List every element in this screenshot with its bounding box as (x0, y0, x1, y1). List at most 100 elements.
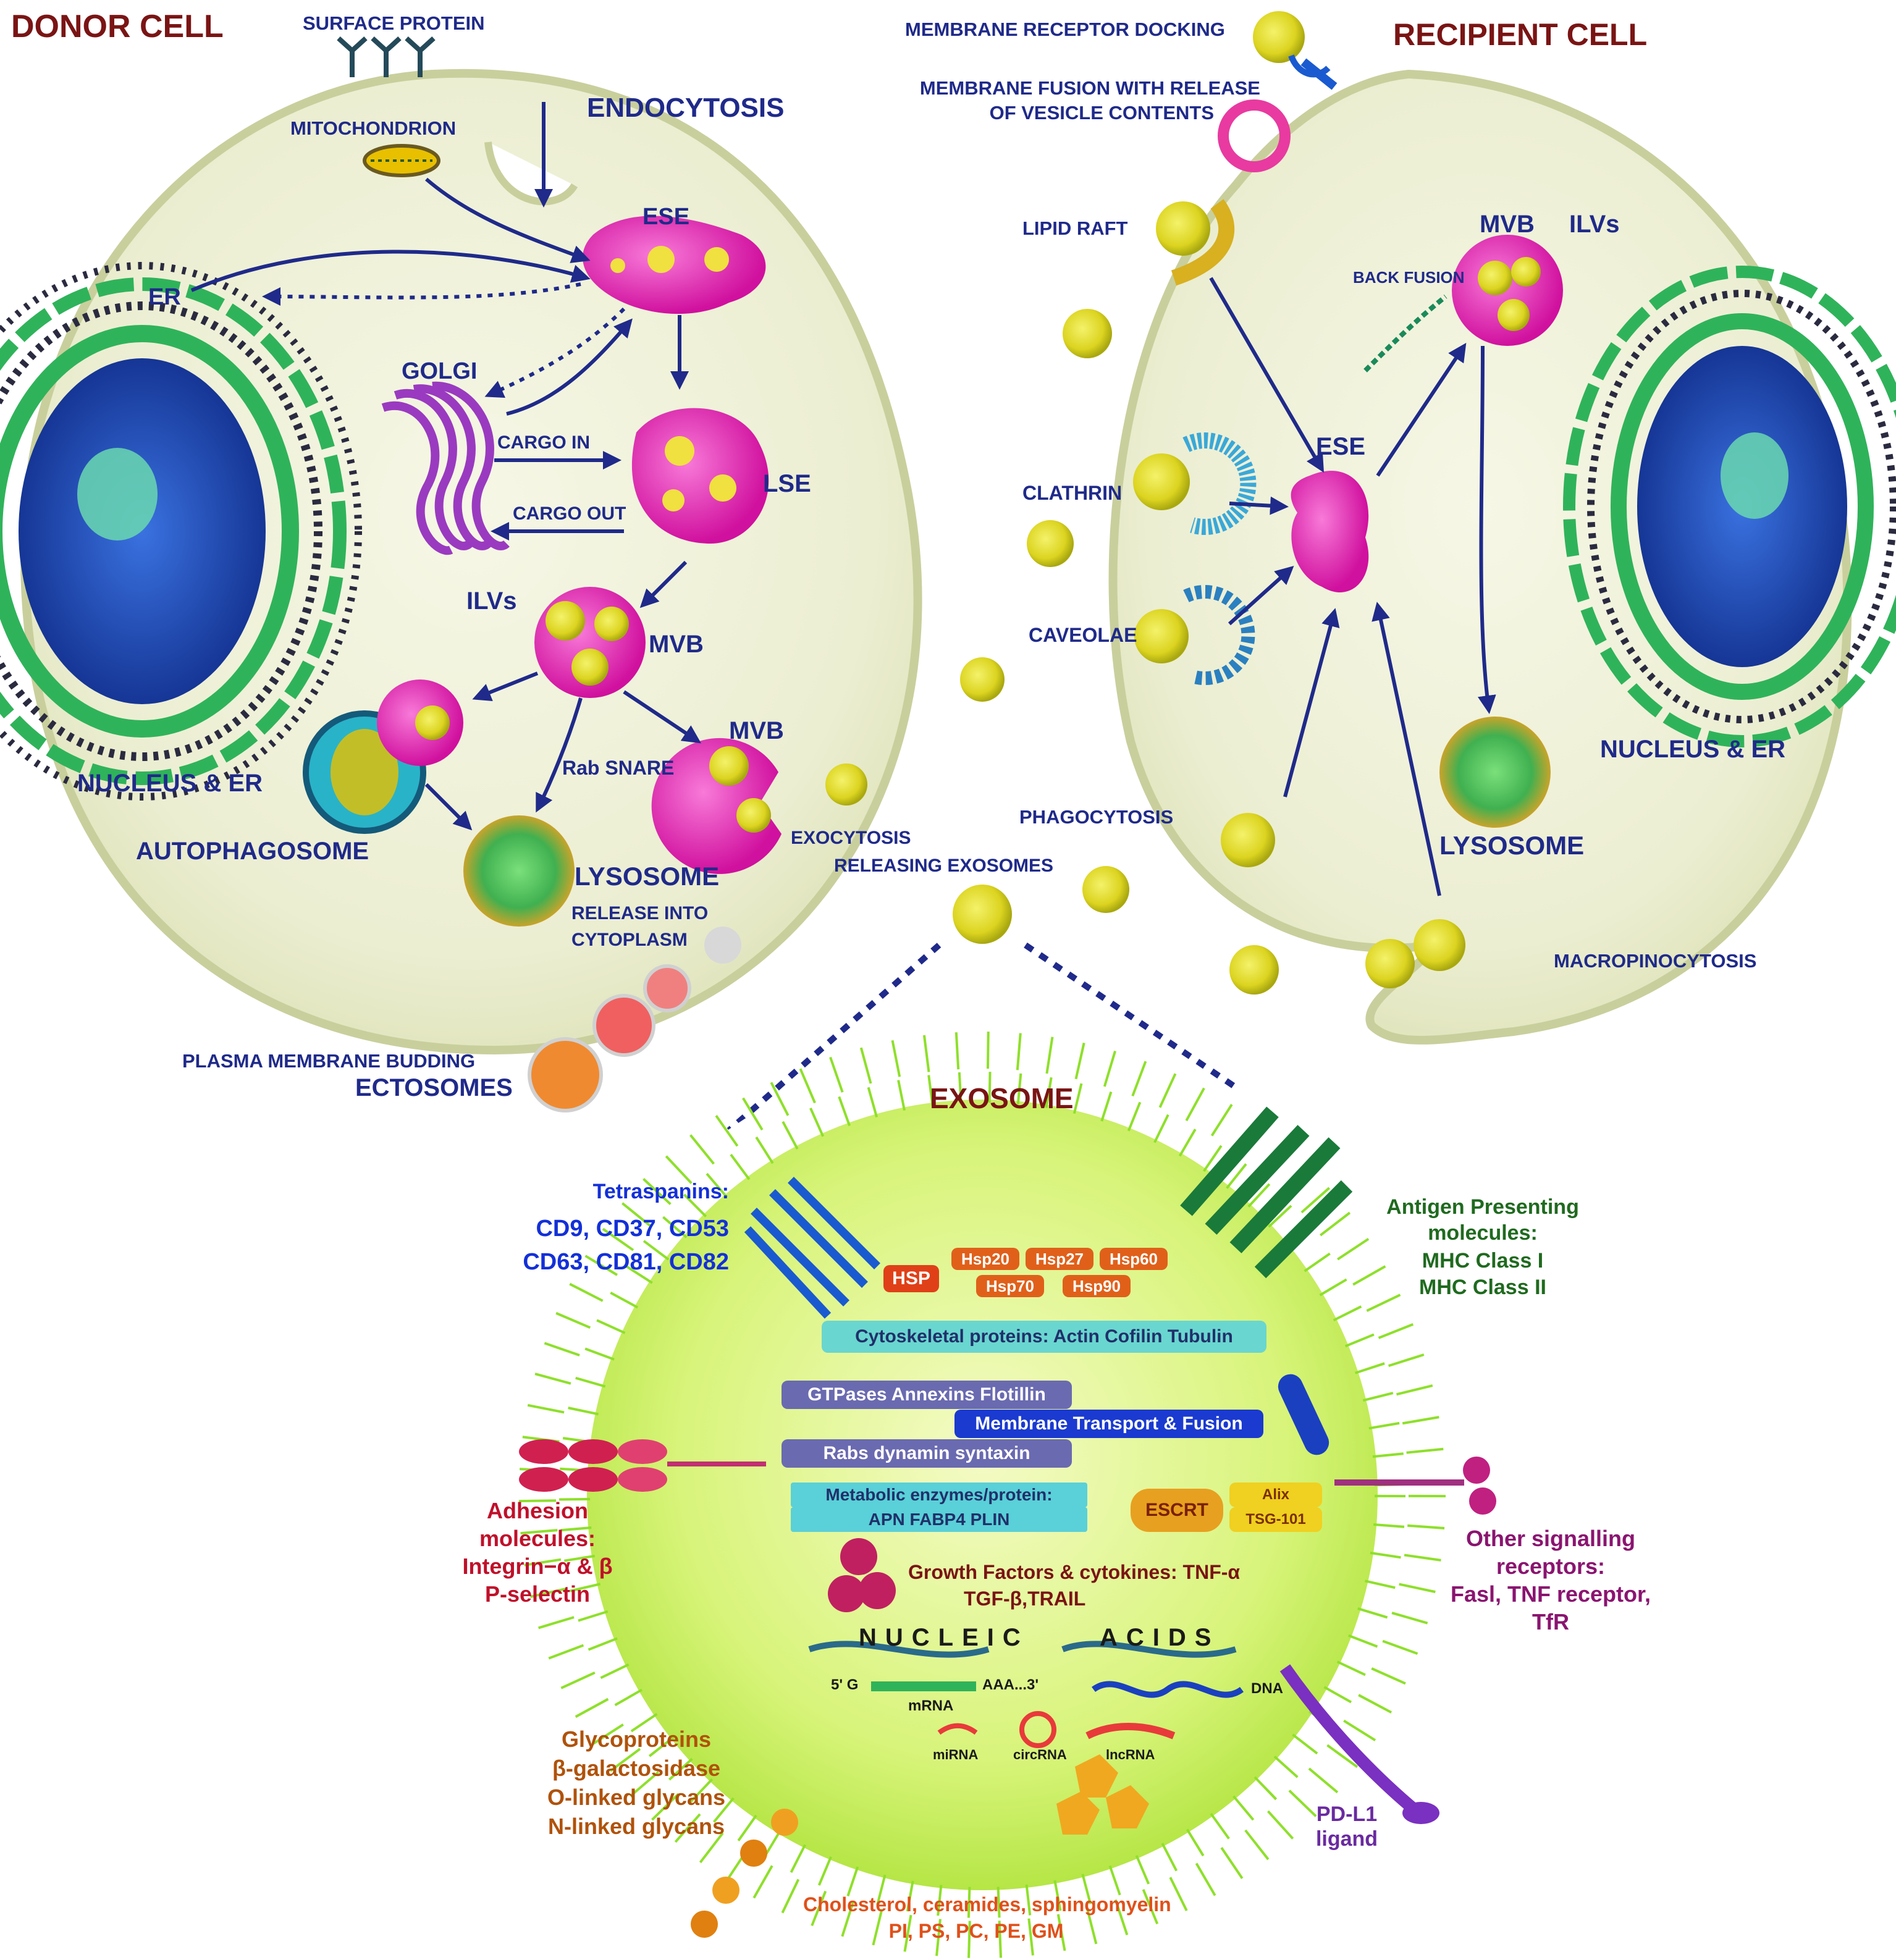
donor-lse (631, 408, 769, 544)
recipient-ese-label: ESE (1316, 433, 1366, 460)
signalling-label-3: TfR (1532, 1609, 1569, 1634)
cytoskeletal-box: Cytoskeletal proteins: Actin Cofilin Tub… (822, 1321, 1266, 1353)
lipids-label-1: PI, PS, PC, PE, GM (888, 1920, 1064, 1942)
tetraspanin-icon (744, 1177, 880, 1319)
rabs-box: Rabs dynamin syntaxin (782, 1439, 1072, 1468)
ectosome (528, 1037, 603, 1112)
endocytosis-label: ENDOCYTOSIS (587, 93, 785, 123)
recipient-lysosome (1439, 717, 1551, 828)
donor-ese (583, 216, 766, 314)
recipient-mvb-label: MVB (1480, 211, 1535, 238)
mrna-5-label: 5' G (831, 1676, 859, 1693)
lse-label: LSE (763, 470, 811, 497)
signalling-label-2: Fasl, TNF receptor, (1450, 1581, 1651, 1607)
releasing-exosomes-label: RELEASING EXOSOMES (834, 856, 1054, 876)
pdl1-label-0: PD-L1 (1316, 1802, 1378, 1826)
alix-badge: Alix (1229, 1483, 1322, 1507)
tetraspanins-label-0: Tetraspanins: (592, 1180, 729, 1203)
membrane-transport-box: Membrane Transport & Fusion (954, 1410, 1263, 1438)
signalling-receptor-icon (1334, 1457, 1496, 1515)
recipient-cell (960, 11, 1896, 1045)
hsp-item: Hsp27 (1026, 1248, 1093, 1270)
circrna-label: circRNA (1013, 1747, 1067, 1762)
adhesion-label-1: molecules: (479, 1526, 596, 1551)
signalling-label-1: receptors: (1496, 1554, 1606, 1579)
donor-cell (0, 36, 922, 1112)
clathrin-label: CLATHRIN (1022, 482, 1123, 504)
donor-mvb2-label: MVB (729, 717, 784, 744)
donor-cell-title: DONOR CELL (11, 9, 224, 44)
acids-label: ACIDS (1100, 1624, 1220, 1651)
recipient-lysosome-label: LYSOSOME (1439, 831, 1585, 860)
cargo-out-label: CARGO OUT (513, 503, 626, 524)
growth-factors-label-1: TGF-β,TRAIL (964, 1588, 1086, 1610)
mitochondrion-label: MITOCHONDRION (290, 117, 457, 139)
donor-nucleolus (77, 448, 158, 540)
adhesion-label-3: P-selectin (484, 1581, 591, 1607)
fusion-vesicle (1218, 99, 1291, 172)
caveolae-label: CAVEOLAE (1029, 624, 1137, 646)
hsp-item: Hsp60 (1100, 1248, 1168, 1270)
donor-ese-label: ESE (643, 204, 690, 230)
glyco-label-1: β-galactosidase (552, 1756, 721, 1781)
growth-factors-label-0: Growth Factors & cytokines: TNF-α (908, 1561, 1241, 1583)
metabolic-box-line1: Metabolic enzymes/protein: (791, 1483, 1087, 1507)
mrna-3-label: AAA...3' (982, 1676, 1039, 1693)
glyco-label-2: O-linked glycans (547, 1785, 726, 1810)
antigen-label-1: molecules: (1428, 1221, 1538, 1245)
recipient-nucleolus (1721, 432, 1789, 519)
lipids-label-0: Cholesterol, ceramides, sphingomyelin (803, 1893, 1171, 1916)
nucleic-label: NUCLEIC (859, 1624, 1029, 1651)
tetraspanins-label-2: CD63, CD81, CD82 (523, 1249, 729, 1275)
metabolic-box-line2: APN FABP4 PLIN (791, 1507, 1087, 1532)
zoom-line-right (1024, 942, 1237, 1090)
surface-protein-label: SURFACE PROTEIN (303, 12, 485, 34)
fusion-label-2: OF VESICLE CONTENTS (989, 102, 1214, 124)
phagocytosis-label: PHAGOCYTOSIS (1019, 806, 1174, 828)
release-label-2: CYTOPLASM (571, 930, 688, 950)
tetraspanins-label-1: CD9, CD37, CD53 (536, 1216, 729, 1242)
adhesion-label-0: Adhesion (486, 1498, 588, 1523)
antigen-label-3: MHC Class II (1419, 1276, 1546, 1299)
recipient-cell-title: RECIPIENT CELL (1393, 17, 1648, 52)
donor-lysosome-label: LYSOSOME (575, 862, 720, 891)
pm-budding-label: PLASMA MEMBRANE BUDDING (182, 1050, 476, 1072)
autophagosome-label: AUTOPHAGOSOME (136, 838, 369, 865)
mrna-label: mRNA (908, 1697, 954, 1714)
golgi-label: GOLGI (402, 358, 478, 384)
antigen-label-0: Antigen Presenting (1386, 1195, 1579, 1219)
donor-er-rings (0, 262, 362, 801)
macropinocytosis-label: MACROPINOCYTOSIS (1554, 950, 1757, 972)
surface-protein-icon (337, 36, 436, 77)
ectosome (643, 964, 691, 1012)
back-fusion-label: BACK FUSION (1353, 268, 1465, 287)
dna-label: DNA (1251, 1680, 1283, 1697)
lipid-raft-label: LIPID RAFT (1022, 217, 1128, 239)
mirna-label: miRNA (933, 1747, 979, 1762)
antigen-label-2: MHC Class I (1422, 1249, 1544, 1272)
recipient-ese (1291, 471, 1369, 592)
cargo-in-label: CARGO IN (497, 432, 590, 453)
hsp-badge: HSP (883, 1265, 939, 1292)
donor-lysosome (463, 815, 575, 927)
tsg-badge: TSG-101 (1229, 1507, 1322, 1532)
escrt-badge: ESCRT (1131, 1489, 1223, 1532)
docking-label: MEMBRANE RECEPTOR DOCKING (905, 19, 1225, 40)
donor-ilvs-label: ILVs (466, 587, 517, 615)
donor-mvb-exocytosing (651, 738, 782, 874)
pdl1-icon (1279, 1664, 1419, 1815)
recipient-nucleus-er-label: NUCLEUS & ER (1600, 736, 1786, 763)
donor-er-label: ER (148, 284, 181, 310)
exocytosis-label: EXOCYTOSIS (791, 828, 911, 848)
exosome-title: EXOSOME (930, 1082, 1074, 1114)
hsp-item: Hsp20 (951, 1248, 1019, 1270)
adhesion-molecule-icon (519, 1439, 766, 1492)
ectosome (704, 927, 741, 964)
donor-mvb-label: MVB (649, 631, 704, 658)
release-label-1: RELEASE INTO (571, 903, 709, 923)
mitochondrion-icon (363, 144, 440, 177)
donor-arrows (190, 102, 701, 831)
signalling-label-0: Other signalling (1465, 1526, 1636, 1551)
hsp-item: Hsp70 (976, 1275, 1044, 1297)
hsp-item: Hsp90 (1063, 1275, 1131, 1297)
